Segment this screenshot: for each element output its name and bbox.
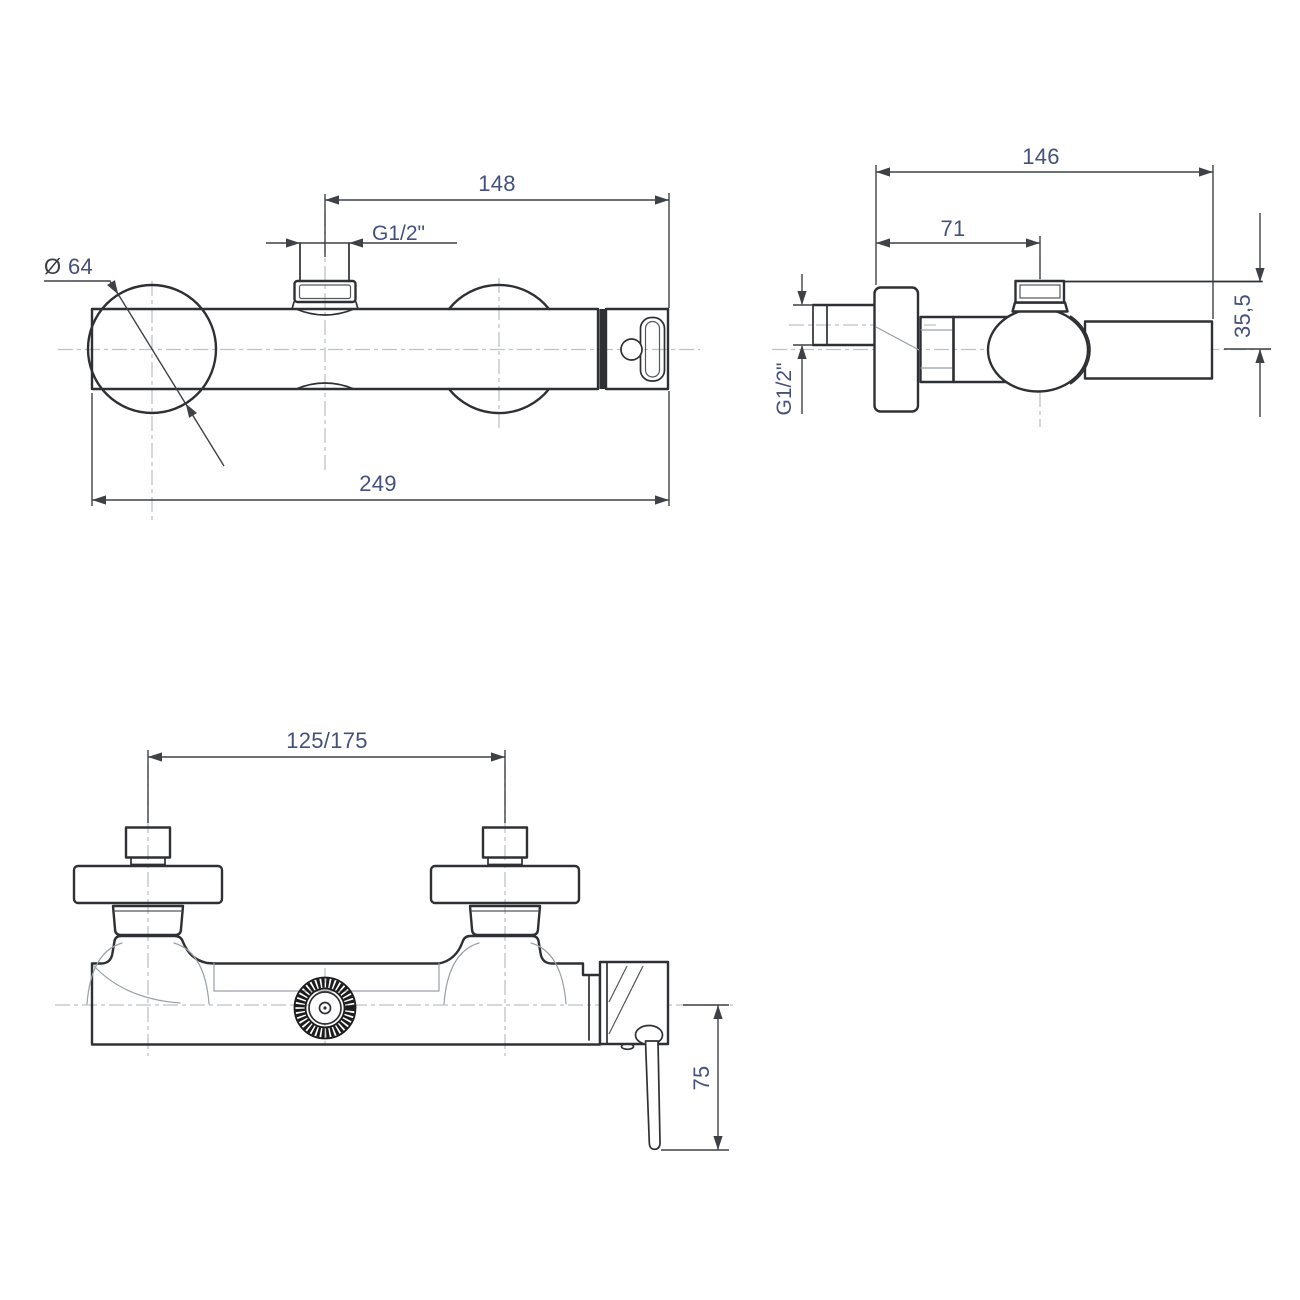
lever-slot-inner	[644, 320, 661, 378]
spout-socket-contour	[1069, 315, 1091, 385]
left-union-flange	[72, 864, 224, 905]
dim-249-label: 249	[359, 471, 397, 496]
dim-148: 148	[324, 171, 670, 506]
lever-handle	[644, 1040, 661, 1151]
dim-thread-side: G1/2"	[773, 274, 813, 415]
dim-thread-side-label: G1/2"	[773, 363, 796, 416]
mixer-body-round	[986, 307, 1090, 393]
side-view: 146 71 G1/2" 35,5	[772, 144, 1271, 427]
dim-thread-top: G1/2"	[266, 222, 457, 248]
body-bar	[90, 307, 600, 391]
dim-35-5: 35,5	[1224, 213, 1271, 417]
wall-supply-pipe	[811, 303, 877, 347]
outlet-orifice	[318, 1001, 332, 1015]
cartridge-cap-side	[1011, 279, 1069, 313]
dim-125-175-label: 125/175	[286, 728, 368, 753]
front-view: 125/175 75	[55, 728, 733, 1151]
outlet-knurl-inner-edge	[304, 987, 346, 1029]
shower-outlet-front	[293, 976, 357, 1040]
dim-75-label: 75	[689, 1065, 714, 1090]
shower-outlet-connection	[291, 242, 359, 310]
end-cap-top	[599, 307, 670, 391]
dim-71-label: 71	[940, 216, 965, 241]
outlet-knurl-outer-edge	[293, 976, 357, 1040]
dim-75: 75	[661, 1004, 729, 1151]
dim-diameter-symbol: Ø	[44, 254, 61, 279]
dim-71: 71	[876, 216, 1041, 279]
end-cap-front	[588, 960, 670, 1151]
dim-thread-top-label: G1/2"	[372, 222, 425, 245]
spout-side	[1083, 320, 1214, 380]
dim-249: 249	[91, 393, 669, 506]
dim-148-label: 148	[478, 171, 516, 196]
outlet-collar	[293, 279, 357, 304]
mixer-body-side	[811, 279, 1263, 413]
outlet-knurl-ring	[295, 978, 355, 1038]
right-union-flange	[429, 864, 581, 905]
left-union-lower-nut	[111, 904, 185, 937]
right-rosette-arc-bottom	[447, 387, 551, 415]
right-wall-union	[429, 826, 581, 937]
flange-hidden-edge	[875, 326, 922, 352]
wall-flange	[873, 286, 920, 413]
body-cast-detail-lines	[86, 942, 567, 1005]
dim-35-5-label: 35,5	[1230, 294, 1255, 338]
left-rosette-circle	[86, 283, 218, 415]
top-view-centerlines	[58, 212, 700, 524]
dim-diameter-label: 64	[68, 254, 93, 279]
right-union-lower-nut	[468, 904, 542, 937]
bottom-boss-arc	[295, 382, 355, 390]
dim-diameter-64: Ø 64	[44, 254, 225, 467]
top-view: 148 G1/2" Ø 64 249	[44, 171, 700, 524]
cap-screw-detail	[620, 1042, 635, 1051]
lever-pivot-hole	[620, 338, 643, 361]
dim-125-175: 125/175	[147, 728, 506, 823]
left-wall-union	[72, 826, 224, 937]
right-rosette-arc-top	[447, 283, 551, 311]
cap-separation-band	[599, 309, 605, 389]
dim-146-label: 146	[1022, 144, 1060, 169]
shower-port-skirt-arc	[295, 308, 355, 316]
mixer-body-top	[86, 242, 670, 415]
cap-block	[604, 307, 670, 391]
dim-146: 146	[875, 144, 1214, 319]
outlet-center-point	[323, 1006, 327, 1010]
